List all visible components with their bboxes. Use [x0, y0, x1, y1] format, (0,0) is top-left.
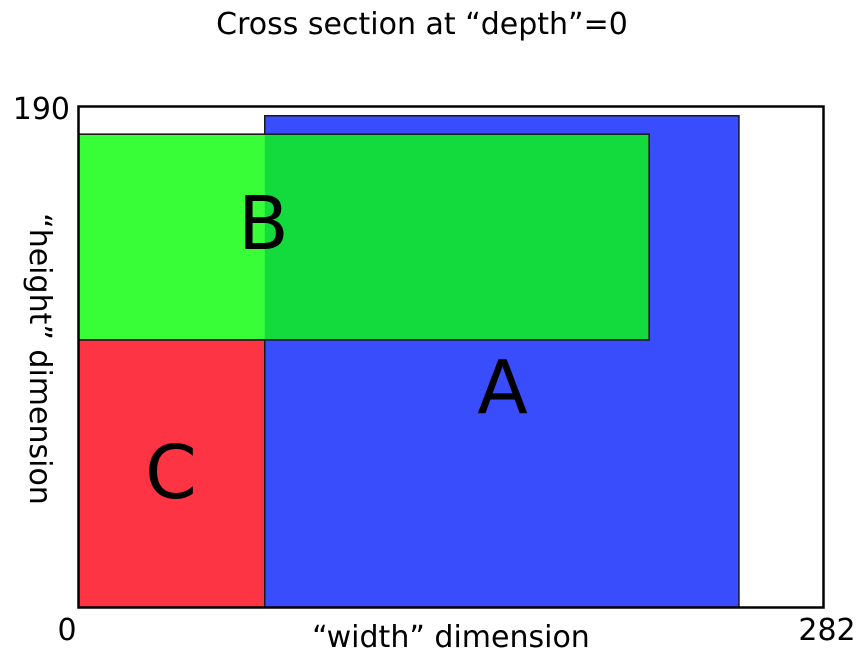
- x-min-tick-label: 0: [57, 613, 76, 648]
- plot-frame: [77, 105, 825, 609]
- region-b-label: B: [238, 181, 289, 267]
- x-axis-label: “width” dimension: [312, 620, 590, 655]
- y-axis-label: “height” dimension: [22, 213, 57, 505]
- regions-layer: B A C: [77, 114, 740, 609]
- region-c-label: C: [145, 430, 197, 516]
- region-a-label: A: [477, 346, 528, 432]
- region-b-overlap: [264, 134, 650, 340]
- y-max-tick-label: 190: [13, 92, 70, 127]
- x-max-tick-label: 282: [798, 613, 855, 648]
- diagram-title: Cross section at “depth”=0: [216, 7, 628, 42]
